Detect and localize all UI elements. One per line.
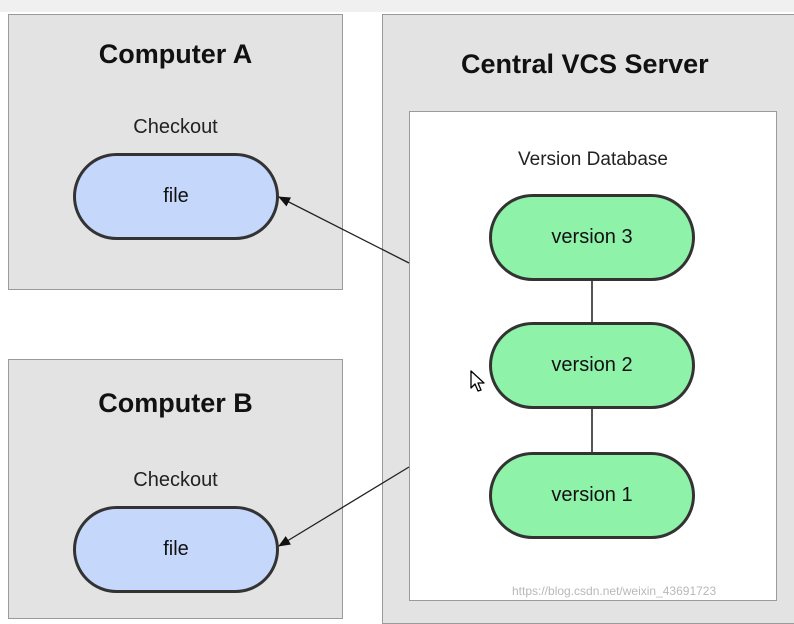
top-band <box>0 0 794 12</box>
computer-a-checkout-label: Checkout <box>133 116 218 138</box>
version-2-label: version 2 <box>551 354 633 376</box>
computer-a-file: file <box>73 153 279 240</box>
central-server-title: Central VCS Server <box>461 49 709 79</box>
version-3-label: version 3 <box>551 226 633 248</box>
computer-a-file-label: file <box>163 185 189 207</box>
version-1-node: version 1 <box>489 452 695 539</box>
computer-a-title: Computer A <box>98 39 253 69</box>
version-3-node: version 3 <box>489 194 695 281</box>
checkout-arrow-a <box>278 196 410 264</box>
version-database-title: Version Database <box>518 149 668 170</box>
computer-b-box: Computer B Checkout file <box>8 359 343 619</box>
computer-b-title: Computer B <box>98 388 253 418</box>
cursor-arrow-icon <box>470 370 485 392</box>
computer-b-checkout-label: Checkout <box>133 469 218 491</box>
computer-b-file: file <box>73 506 279 593</box>
version-1-label: version 1 <box>551 484 633 506</box>
computer-a-box: Computer A Checkout file <box>8 14 343 290</box>
computer-b-file-label: file <box>163 538 189 560</box>
watermark-text: https://blog.csdn.net/weixin_43691723 <box>512 584 717 598</box>
version-2-node: version 2 <box>489 322 695 409</box>
checkout-arrow-b <box>278 466 410 547</box>
